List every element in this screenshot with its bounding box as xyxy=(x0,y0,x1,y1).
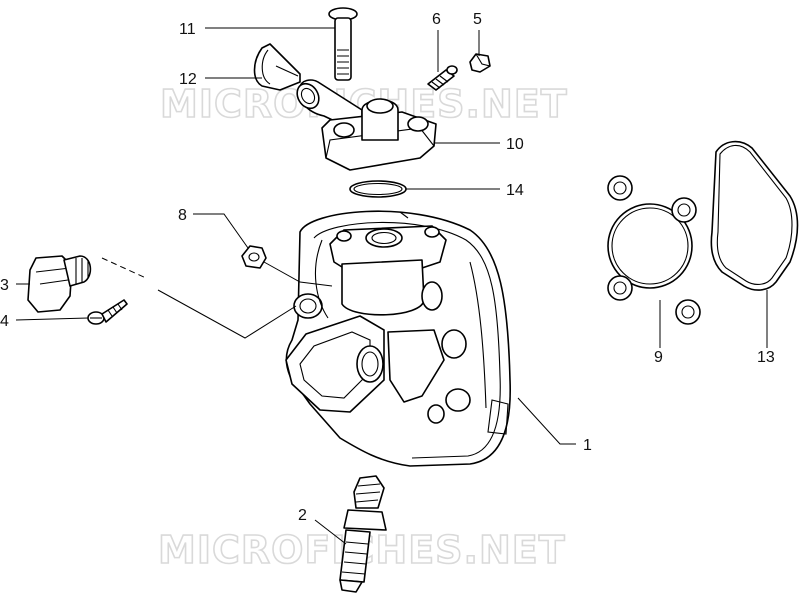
callout-8: 8 xyxy=(178,207,187,224)
leader-lines xyxy=(15,27,768,545)
screw-4[interactable] xyxy=(87,299,128,325)
callout-10: 13 xyxy=(757,349,775,366)
callout-11: 10 xyxy=(506,136,524,153)
hose-clamp-13[interactable] xyxy=(253,43,301,91)
callout-5: 5 xyxy=(473,11,482,28)
gasket-10[interactable] xyxy=(710,140,799,291)
nut-8[interactable] xyxy=(241,245,267,269)
callout-1: 1 xyxy=(583,437,592,454)
callout-12: 11 xyxy=(179,21,196,38)
callout-13: 12 xyxy=(179,71,197,88)
callout-3: 3 xyxy=(0,277,9,294)
water-outlet-fitting-11[interactable] xyxy=(293,79,437,171)
callout-4: 4 xyxy=(0,313,9,330)
callout-9: 9 xyxy=(654,349,663,366)
callout-2: 2 xyxy=(298,507,307,524)
plug-cap-3[interactable] xyxy=(27,255,92,313)
callout-labels: 11 12 6 5 10 14 8 3 4 1 2 9 13 xyxy=(0,11,775,524)
callout-14: 14 xyxy=(506,182,524,199)
callout-6: 6 xyxy=(432,11,441,28)
spark-plug-2[interactable] xyxy=(339,475,387,593)
nut-cap-5[interactable] xyxy=(469,53,491,73)
bleed-valve-6[interactable] xyxy=(427,65,458,91)
o-ring-14[interactable] xyxy=(349,180,407,198)
bolt-12[interactable] xyxy=(328,7,358,81)
cylinder-head-1[interactable] xyxy=(285,210,511,467)
gasket-9[interactable] xyxy=(607,175,701,325)
